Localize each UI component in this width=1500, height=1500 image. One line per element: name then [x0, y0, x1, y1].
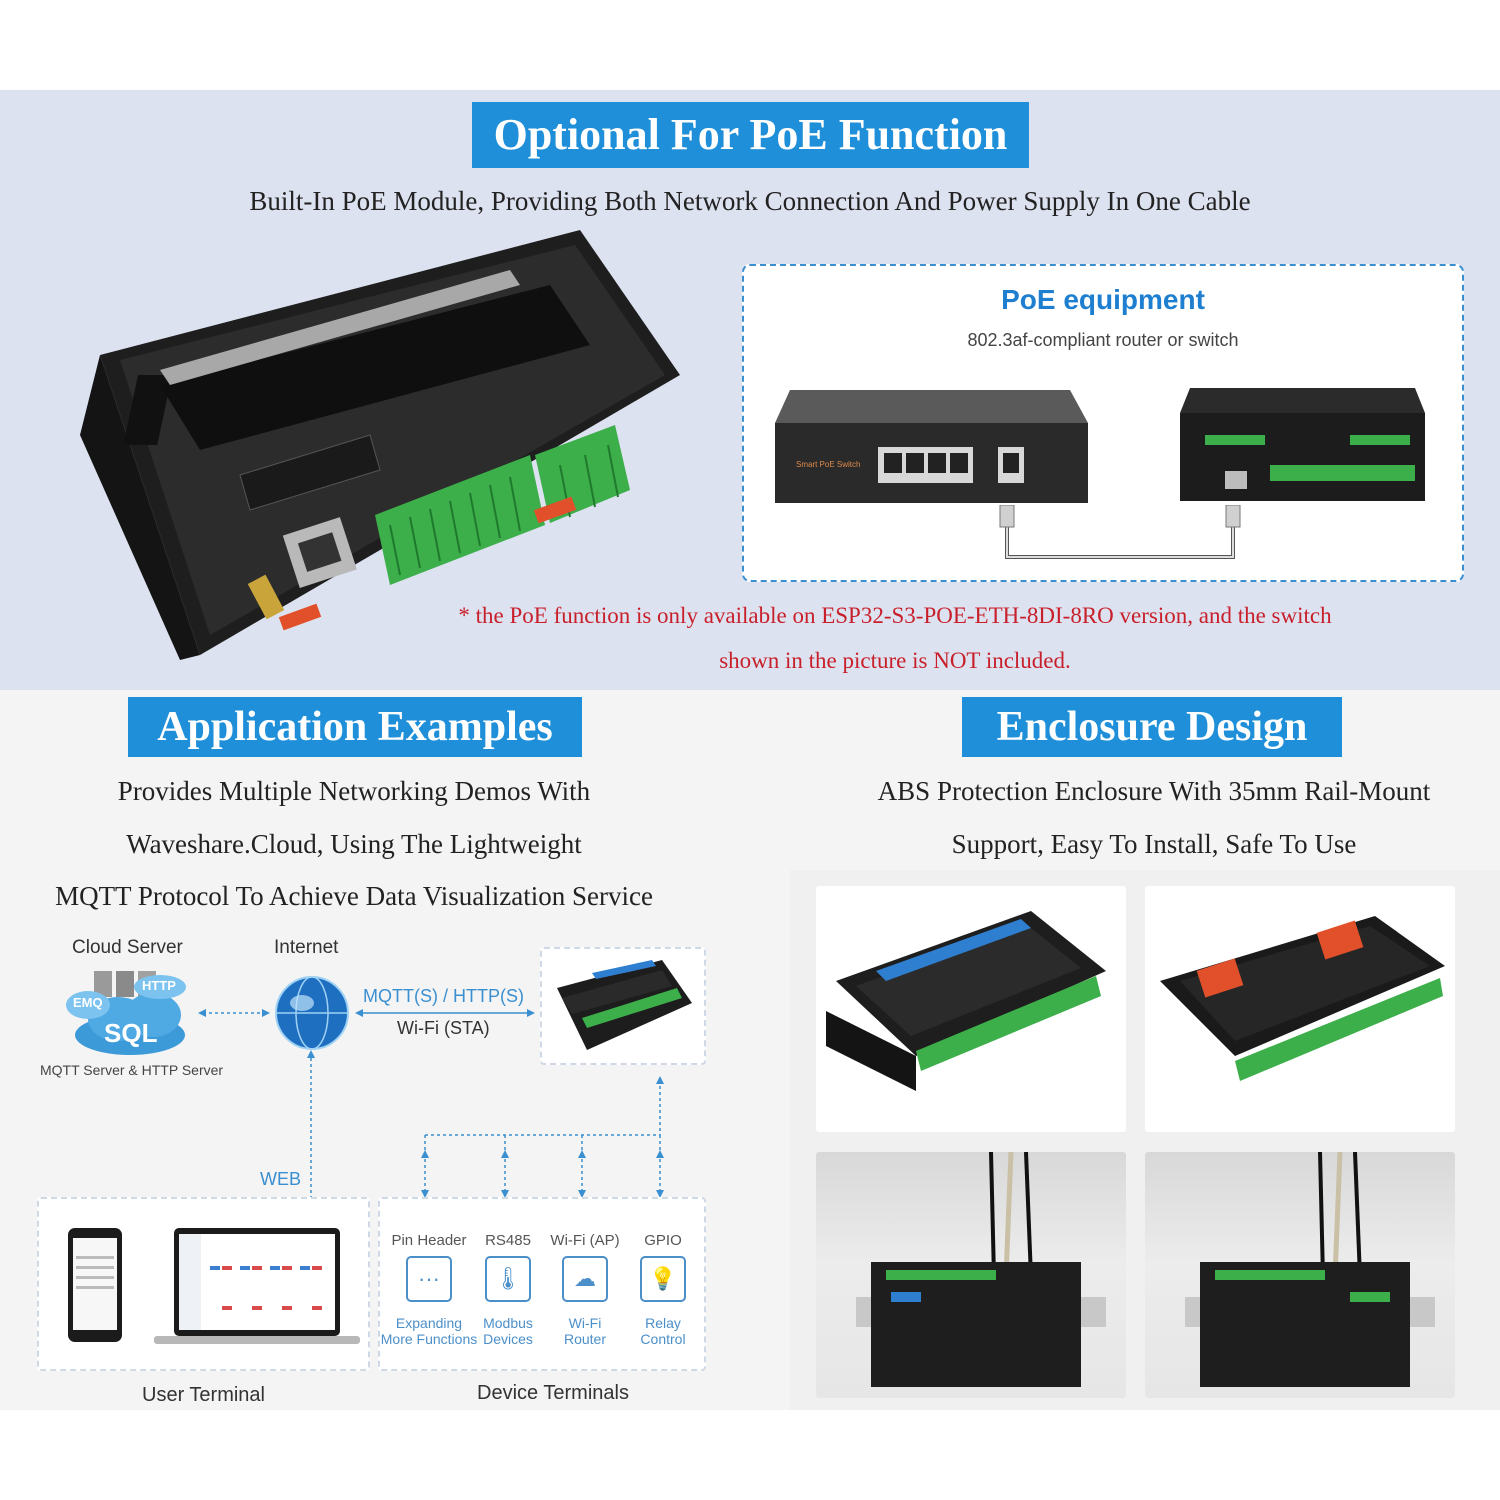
poe-note-line-2: shown in the picture is NOT included. [719, 648, 1071, 673]
cloud-server-icon [66, 971, 186, 1055]
internet-label: Internet [274, 937, 339, 958]
phone-image [68, 1228, 122, 1342]
poe-switch-image: Smart PoE Switch [775, 390, 1088, 503]
cloud-server-label: Cloud Server [72, 937, 183, 958]
poe-banner: Optional For PoE Function [472, 102, 1029, 168]
cloud-caption: MQTT Server & HTTP Server [40, 1062, 224, 1078]
enclosure-design-banner: Enclosure Design [962, 697, 1342, 757]
terminal-caption: More Functions [380, 1331, 478, 1347]
poe-panel-subtitle: 802.3af-compliant router or switch [967, 330, 1239, 350]
http-tag: HTTP [142, 978, 176, 993]
terminal-label: Pin Header [391, 1232, 467, 1249]
relay-board-image [80, 230, 680, 660]
poe-panel-title: PoE equipment [1001, 284, 1205, 315]
user-terminal-label: User Terminal [142, 1384, 265, 1406]
enclosure-photo-rail-2 [1145, 1152, 1455, 1398]
router-icon: ☁ [562, 1256, 608, 1302]
terminal-caption: Devices [483, 1331, 533, 1347]
switch-label: Smart PoE Switch [796, 460, 860, 469]
poe-subtitle: Built-In PoE Module, Providing Both Netw… [249, 186, 1251, 216]
app-description-line-3: MQTT Protocol To Achieve Data Visualizat… [55, 881, 653, 911]
enclosure-photo-rail-1 [816, 1152, 1126, 1398]
poe-note-line-1: * the PoE function is only available on … [458, 603, 1332, 628]
relay-board-thumb [1180, 388, 1425, 501]
terminal-caption: Relay [645, 1315, 681, 1331]
terminal-caption: Modbus [483, 1315, 533, 1331]
wifi-sta-label: Wi-Fi (STA) [397, 1018, 490, 1038]
terminal-caption: Router [563, 1331, 607, 1347]
terminal-label: RS485 [485, 1232, 531, 1249]
thermometer-icon: 🌡 [485, 1256, 531, 1302]
terminal-caption: Wi-Fi [568, 1315, 602, 1331]
dots-icon: ··· [406, 1256, 452, 1302]
lightbulb-icon: 💡 [640, 1256, 686, 1302]
globe-icon [275, 976, 349, 1050]
terminal-label: Wi-Fi (AP) [550, 1232, 620, 1249]
emq-tag: EMQ [73, 995, 103, 1010]
enclosure-description-line-1: ABS Protection Enclosure With 35mm Rail-… [877, 776, 1431, 806]
app-description-line-2: Waveshare.Cloud, Using The Lightweight [126, 829, 582, 859]
enclosure-photo-back [1145, 886, 1455, 1132]
connection-arrows [198, 1009, 535, 1017]
terminal-caption: Expanding [395, 1315, 463, 1331]
diagram-lines [307, 1050, 664, 1222]
application-examples-banner: Application Examples [128, 697, 582, 757]
terminal-label: GPIO [644, 1232, 682, 1249]
web-label: WEB [260, 1169, 302, 1189]
protocol-label: MQTT(S) / HTTP(S) [363, 986, 524, 1006]
laptop-image [154, 1228, 360, 1344]
sql-tag: SQL [104, 1018, 158, 1048]
enclosure-photo-front [816, 886, 1126, 1132]
device-thumb [557, 960, 692, 1050]
terminal-caption: Control [640, 1331, 686, 1347]
app-description-line-1: Provides Multiple Networking Demos With [117, 776, 591, 806]
enclosure-description-line-2: Support, Easy To Install, Safe To Use [951, 829, 1357, 859]
device-terminals-label: Device Terminals [477, 1382, 629, 1404]
ethernet-cable [999, 505, 1241, 559]
